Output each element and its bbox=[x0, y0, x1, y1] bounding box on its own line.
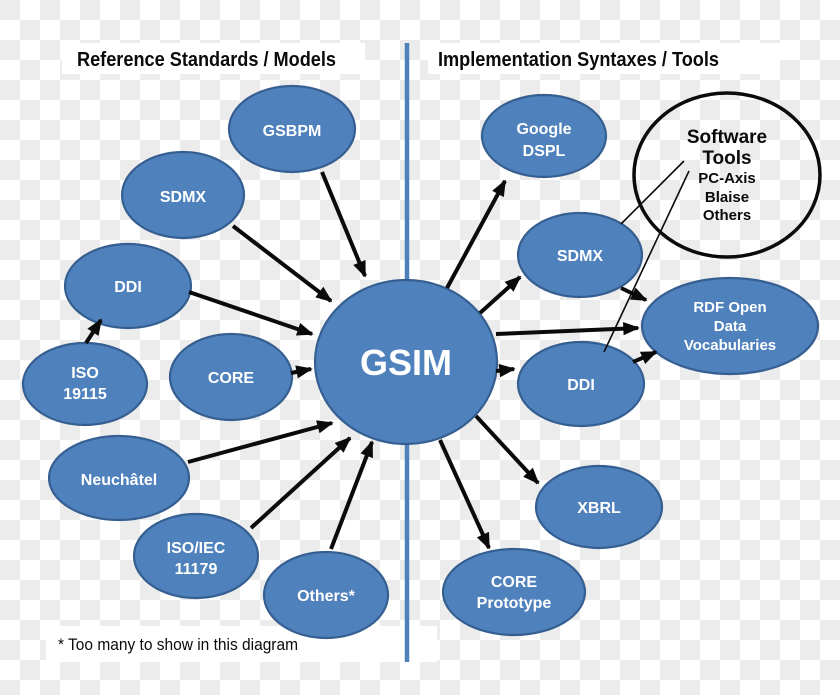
arrow-gsim-to-sdmx-right bbox=[478, 275, 520, 315]
node-rdf-open-data-ellipse bbox=[640, 276, 820, 376]
footnote-backplate bbox=[46, 626, 437, 662]
node-iso-19115-ellipse bbox=[21, 341, 149, 427]
arrow-core-to-gsim bbox=[290, 369, 311, 373]
software-tools-title-line1: Software bbox=[687, 127, 767, 148]
arrow-sdmx-left-to-gsim bbox=[231, 224, 331, 303]
node-core-prototype-label-line1: CORE bbox=[491, 574, 538, 591]
node-sdmx-left-label: SDMX bbox=[160, 189, 207, 206]
arrow-gsim-to-rdf bbox=[495, 328, 638, 336]
arrow-iso-19115-to-ddi-left bbox=[84, 320, 103, 345]
arrow-gsim-to-google-dspl bbox=[445, 181, 507, 289]
node-core-label: CORE bbox=[208, 370, 255, 387]
node-iso-iec-11179-ellipse bbox=[132, 512, 260, 600]
software-tools-item-blaise: Blaise bbox=[705, 189, 749, 206]
arrow-sdmx-right-to-rdf bbox=[620, 286, 646, 302]
node-xbrl-label: XBRL bbox=[577, 500, 621, 517]
arrow-gsim-to-xbrl bbox=[474, 414, 540, 483]
node-ddi-left-label: DDI bbox=[114, 279, 142, 296]
node-gsbpm-label: GSBPM bbox=[263, 123, 322, 140]
right-header-backplate bbox=[428, 43, 780, 74]
software-tools-group: Software Tools PC-Axis Blaise Others bbox=[603, 91, 822, 353]
node-core-prototype-label-line2: Prototype bbox=[477, 595, 552, 612]
callout-line-to-ddi bbox=[603, 170, 690, 353]
node-ddi-right-ellipse bbox=[516, 340, 646, 428]
node-rdf-label-line3: Vocabularies bbox=[684, 337, 776, 354]
node-xbrl-ellipse bbox=[534, 464, 664, 550]
right-section-title: Implementation Syntaxes / Tools bbox=[438, 49, 719, 71]
left-nodes-group: GSBPM SDMX DDI ISO 19115 CORE Neuchâtel … bbox=[21, 84, 390, 640]
software-tools-item-pc-axis: PC-Axis bbox=[698, 170, 756, 187]
node-sdmx-left-ellipse bbox=[120, 150, 246, 240]
arrows-group bbox=[84, 171, 656, 550]
arrow-ddi-right-to-rdf bbox=[632, 350, 656, 362]
node-sdmx-right-ellipse bbox=[516, 211, 644, 299]
node-neuchatel-label: Neuchâtel bbox=[81, 472, 157, 489]
arrow-gsbpm-to-gsim bbox=[320, 171, 367, 276]
node-rdf-label-line2: Data bbox=[714, 318, 747, 335]
node-others-ellipse bbox=[262, 550, 390, 640]
arrow-gsim-to-ddi-right bbox=[495, 369, 514, 371]
left-header-backplate bbox=[62, 43, 365, 74]
left-section-title: Reference Standards / Models bbox=[77, 49, 336, 71]
node-gsim-ellipse bbox=[313, 278, 499, 446]
callout-line-to-sdmx bbox=[620, 160, 685, 225]
node-others-label: Others* bbox=[297, 588, 356, 605]
node-google-dspl-label-line1: Google bbox=[516, 121, 571, 138]
right-nodes-group: Google DSPL SDMX RDF Open Data Vocabular… bbox=[441, 93, 820, 637]
arrow-iso-iec-11179-to-gsim bbox=[249, 436, 350, 530]
node-gsim-label: GSIM bbox=[360, 342, 452, 383]
software-tools-title-line2: Tools bbox=[702, 148, 751, 169]
node-iso-iec-11179-label-line2: 11179 bbox=[175, 561, 218, 578]
node-google-dspl-ellipse bbox=[480, 93, 608, 179]
arrow-neuchatel-to-gsim bbox=[187, 423, 332, 464]
node-iso-19115-label-line2: 19115 bbox=[63, 386, 107, 403]
node-rdf-label-line1: RDF Open bbox=[693, 299, 766, 316]
node-ddi-left-ellipse bbox=[63, 242, 193, 330]
node-google-dspl-label-line2: DSPL bbox=[523, 143, 566, 160]
arrow-ddi-left-to-gsim bbox=[188, 290, 312, 336]
node-neuchatel-ellipse bbox=[47, 434, 191, 522]
center-node-group: GSIM bbox=[313, 278, 499, 446]
node-core-ellipse bbox=[168, 332, 294, 422]
software-tools-circle bbox=[632, 91, 822, 259]
node-ddi-right-label: DDI bbox=[567, 377, 595, 394]
footnote-text: * Too many to show in this diagram bbox=[58, 635, 298, 654]
node-iso-iec-11179-label-line1: ISO/IEC bbox=[167, 540, 226, 557]
node-sdmx-right-label: SDMX bbox=[557, 248, 604, 265]
node-iso-19115-label-line1: ISO bbox=[71, 365, 99, 382]
arrow-gsim-to-core-prototype bbox=[438, 439, 491, 548]
node-core-prototype-ellipse bbox=[441, 547, 587, 637]
node-gsbpm-ellipse bbox=[227, 84, 357, 174]
software-tools-item-others: Others bbox=[703, 207, 751, 224]
arrow-others-to-gsim bbox=[329, 442, 374, 550]
